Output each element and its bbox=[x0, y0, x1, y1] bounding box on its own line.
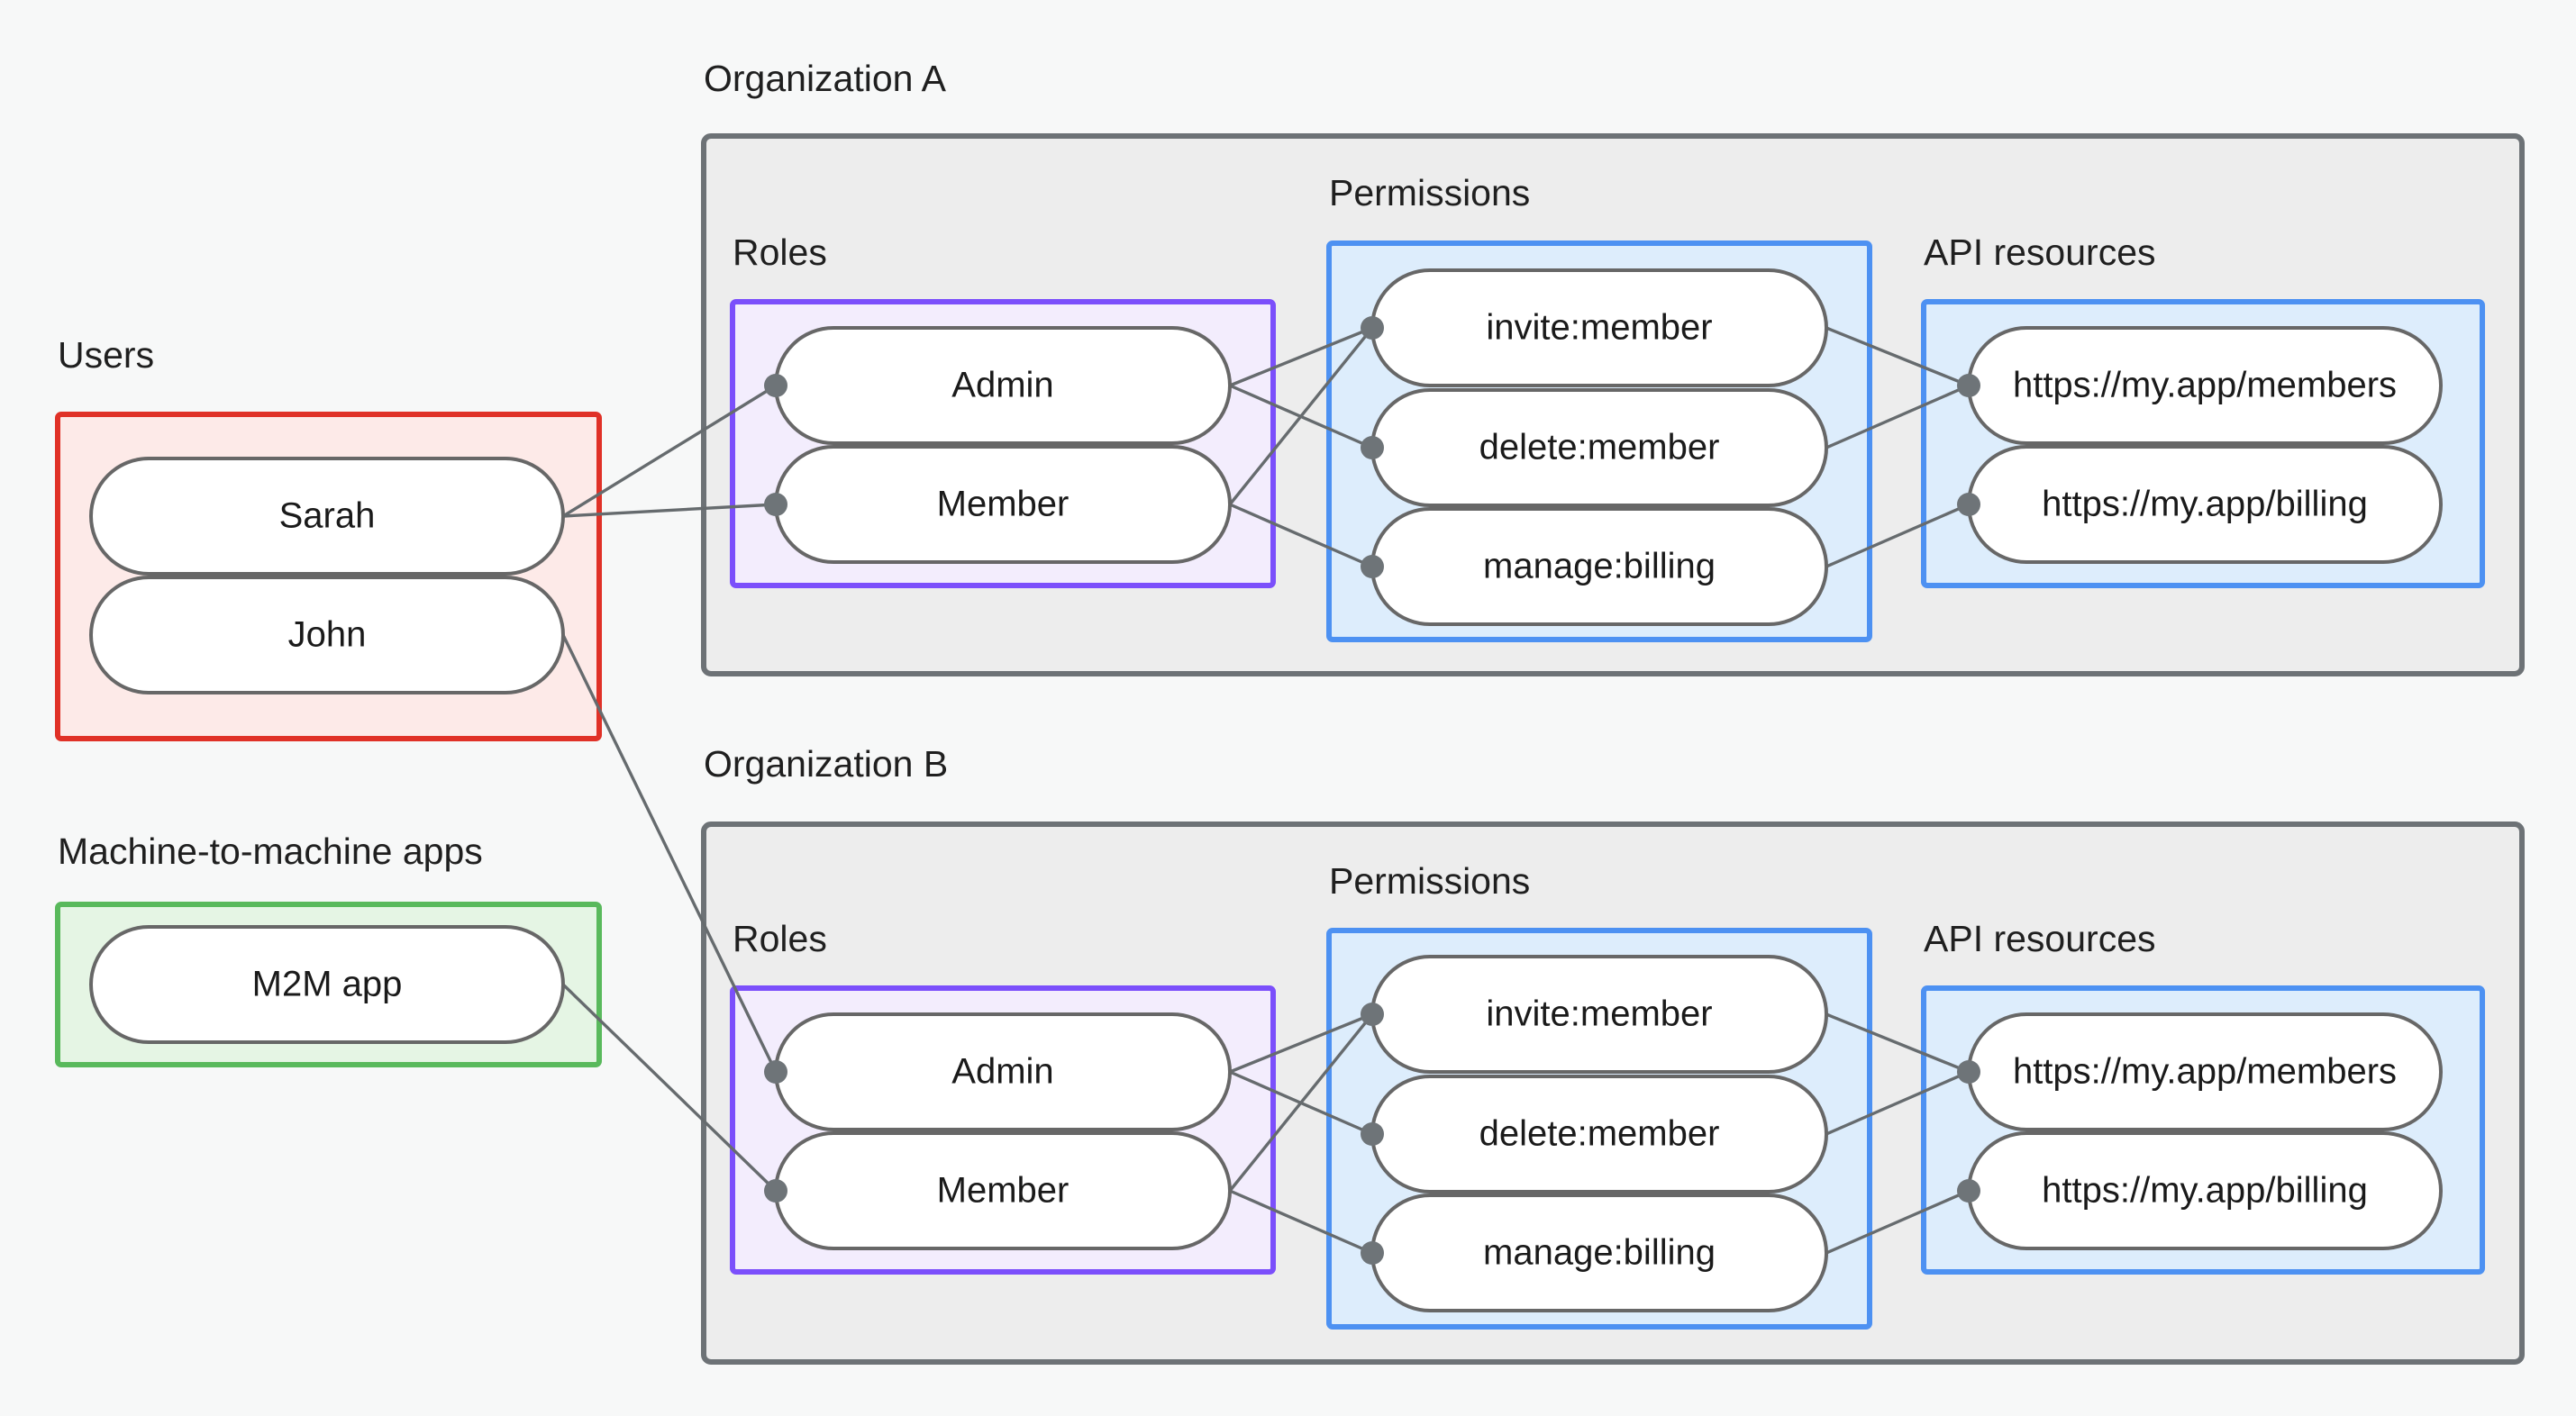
endpoint-dot-org-b-manage-billing bbox=[1361, 1241, 1384, 1265]
endpoint-dot-org-a-delete bbox=[1361, 436, 1384, 459]
organization-b-title: Organization B bbox=[704, 743, 948, 785]
endpoint-dot-org-a-res-billing bbox=[1957, 493, 1980, 516]
org-b-roles-title: Roles bbox=[733, 918, 827, 959]
user-node-john[interactable]: John bbox=[89, 576, 565, 694]
edge-org-a-admin-to-invite bbox=[1229, 326, 1373, 387]
endpoint-dot-org-a-manage-billing bbox=[1361, 555, 1384, 578]
endpoint-dot-org-a-member bbox=[764, 493, 787, 516]
edge-org-a-invite-to-members-resource bbox=[1825, 326, 1970, 387]
edge-org-b-delete-to-members-resource bbox=[1825, 1070, 1970, 1136]
permission-node-org-a-manage-billing-label: manage:billing bbox=[1483, 547, 1716, 586]
api-resource-node-org-b-members[interactable]: https://my.app/members bbox=[1967, 1012, 2443, 1131]
permission-node-org-a-delete-member[interactable]: delete:member bbox=[1370, 388, 1828, 507]
permission-node-org-a-delete-member-label: delete:member bbox=[1479, 428, 1720, 467]
api-resource-node-org-b-billing[interactable]: https://my.app/billing bbox=[1967, 1131, 2443, 1250]
role-node-org-a-admin-label: Admin bbox=[951, 366, 1053, 405]
edges-layer bbox=[561, 326, 1970, 1255]
users-title: Users bbox=[58, 334, 154, 376]
permission-node-org-b-invite-member-label: invite:member bbox=[1486, 994, 1712, 1034]
role-node-org-b-member-label: Member bbox=[937, 1171, 1070, 1211]
org-a-roles-title: Roles bbox=[733, 231, 827, 273]
user-node-sarah[interactable]: Sarah bbox=[89, 457, 565, 576]
endpoint-dot-org-b-member bbox=[764, 1179, 787, 1203]
role-node-org-a-member-label: Member bbox=[937, 485, 1070, 524]
edge-org-a-member-to-manage-billing bbox=[1229, 503, 1373, 568]
edge-sarah-to-org-a-member bbox=[562, 503, 777, 518]
endpoint-dot-org-b-admin bbox=[764, 1060, 787, 1084]
org-b-api-resources-title: API resources bbox=[1924, 918, 2156, 959]
machine-app-node-m2m[interactable]: M2M app bbox=[89, 925, 565, 1044]
role-node-org-b-member[interactable]: Member bbox=[774, 1131, 1232, 1250]
role-node-org-b-admin-label: Admin bbox=[951, 1052, 1053, 1092]
permission-node-org-b-manage-billing[interactable]: manage:billing bbox=[1370, 1194, 1828, 1312]
api-resource-node-org-a-billing-label: https://my.app/billing bbox=[2042, 485, 2368, 524]
edge-org-b-manage-billing-to-billing-resource bbox=[1825, 1189, 1970, 1255]
org-a-api-resources-title: API resources bbox=[1924, 231, 2156, 273]
machine-app-node-m2m-label: M2M app bbox=[252, 965, 403, 1004]
user-node-sarah-label: Sarah bbox=[279, 496, 376, 536]
edge-endpoints-layer bbox=[764, 316, 1980, 1265]
permission-node-org-a-manage-billing[interactable]: manage:billing bbox=[1370, 507, 1828, 626]
endpoint-dot-org-a-invite bbox=[1361, 316, 1384, 340]
org-a-permissions-title: Permissions bbox=[1329, 172, 1530, 213]
permission-node-org-b-manage-billing-label: manage:billing bbox=[1483, 1233, 1716, 1273]
edge-m2m-to-org-b-member bbox=[561, 983, 778, 1193]
api-resource-node-org-a-members-label: https://my.app/members bbox=[2013, 366, 2397, 405]
edge-org-b-member-to-manage-billing bbox=[1229, 1189, 1373, 1255]
edge-sarah-to-org-a-admin bbox=[562, 384, 777, 518]
edge-org-b-member-to-invite bbox=[1228, 1012, 1374, 1193]
endpoint-dot-org-b-res-members bbox=[1957, 1060, 1980, 1084]
role-node-org-b-admin[interactable]: Admin bbox=[774, 1012, 1232, 1131]
edge-org-a-delete-to-members-resource bbox=[1825, 384, 1970, 449]
api-resource-node-org-a-members[interactable]: https://my.app/members bbox=[1967, 326, 2443, 445]
permission-node-org-a-invite-member-label: invite:member bbox=[1486, 308, 1712, 348]
endpoint-dot-org-a-admin bbox=[764, 374, 787, 397]
machine-apps-title: Machine-to-machine apps bbox=[58, 831, 483, 872]
org-b-permissions-title: Permissions bbox=[1329, 860, 1530, 902]
user-node-john-label: John bbox=[288, 615, 367, 655]
endpoint-dot-org-b-delete bbox=[1361, 1122, 1384, 1146]
edge-org-b-admin-to-invite bbox=[1229, 1012, 1373, 1074]
api-resource-node-org-a-billing[interactable]: https://my.app/billing bbox=[1967, 445, 2443, 564]
edge-org-b-invite-to-members-resource bbox=[1825, 1012, 1970, 1074]
edge-org-a-member-to-invite bbox=[1228, 326, 1374, 506]
api-resource-node-org-b-billing-label: https://my.app/billing bbox=[2042, 1171, 2368, 1211]
role-node-org-a-admin[interactable]: Admin bbox=[774, 326, 1232, 445]
permission-node-org-b-invite-member[interactable]: invite:member bbox=[1370, 955, 1828, 1074]
organization-a-title: Organization A bbox=[704, 58, 947, 99]
permission-node-org-b-delete-member-label: delete:member bbox=[1479, 1114, 1720, 1154]
api-resource-node-org-b-members-label: https://my.app/members bbox=[2013, 1052, 2397, 1092]
edge-org-a-manage-billing-to-billing-resource bbox=[1825, 503, 1970, 568]
edge-john-to-org-b-admin bbox=[561, 634, 778, 1073]
endpoint-dot-org-a-res-members bbox=[1957, 374, 1980, 397]
endpoint-dot-org-b-res-billing bbox=[1957, 1179, 1980, 1203]
permission-node-org-a-invite-member[interactable]: invite:member bbox=[1370, 268, 1828, 387]
role-node-org-a-member[interactable]: Member bbox=[774, 445, 1232, 564]
permission-node-org-b-delete-member[interactable]: delete:member bbox=[1370, 1075, 1828, 1194]
endpoint-dot-org-b-invite bbox=[1361, 1003, 1384, 1026]
